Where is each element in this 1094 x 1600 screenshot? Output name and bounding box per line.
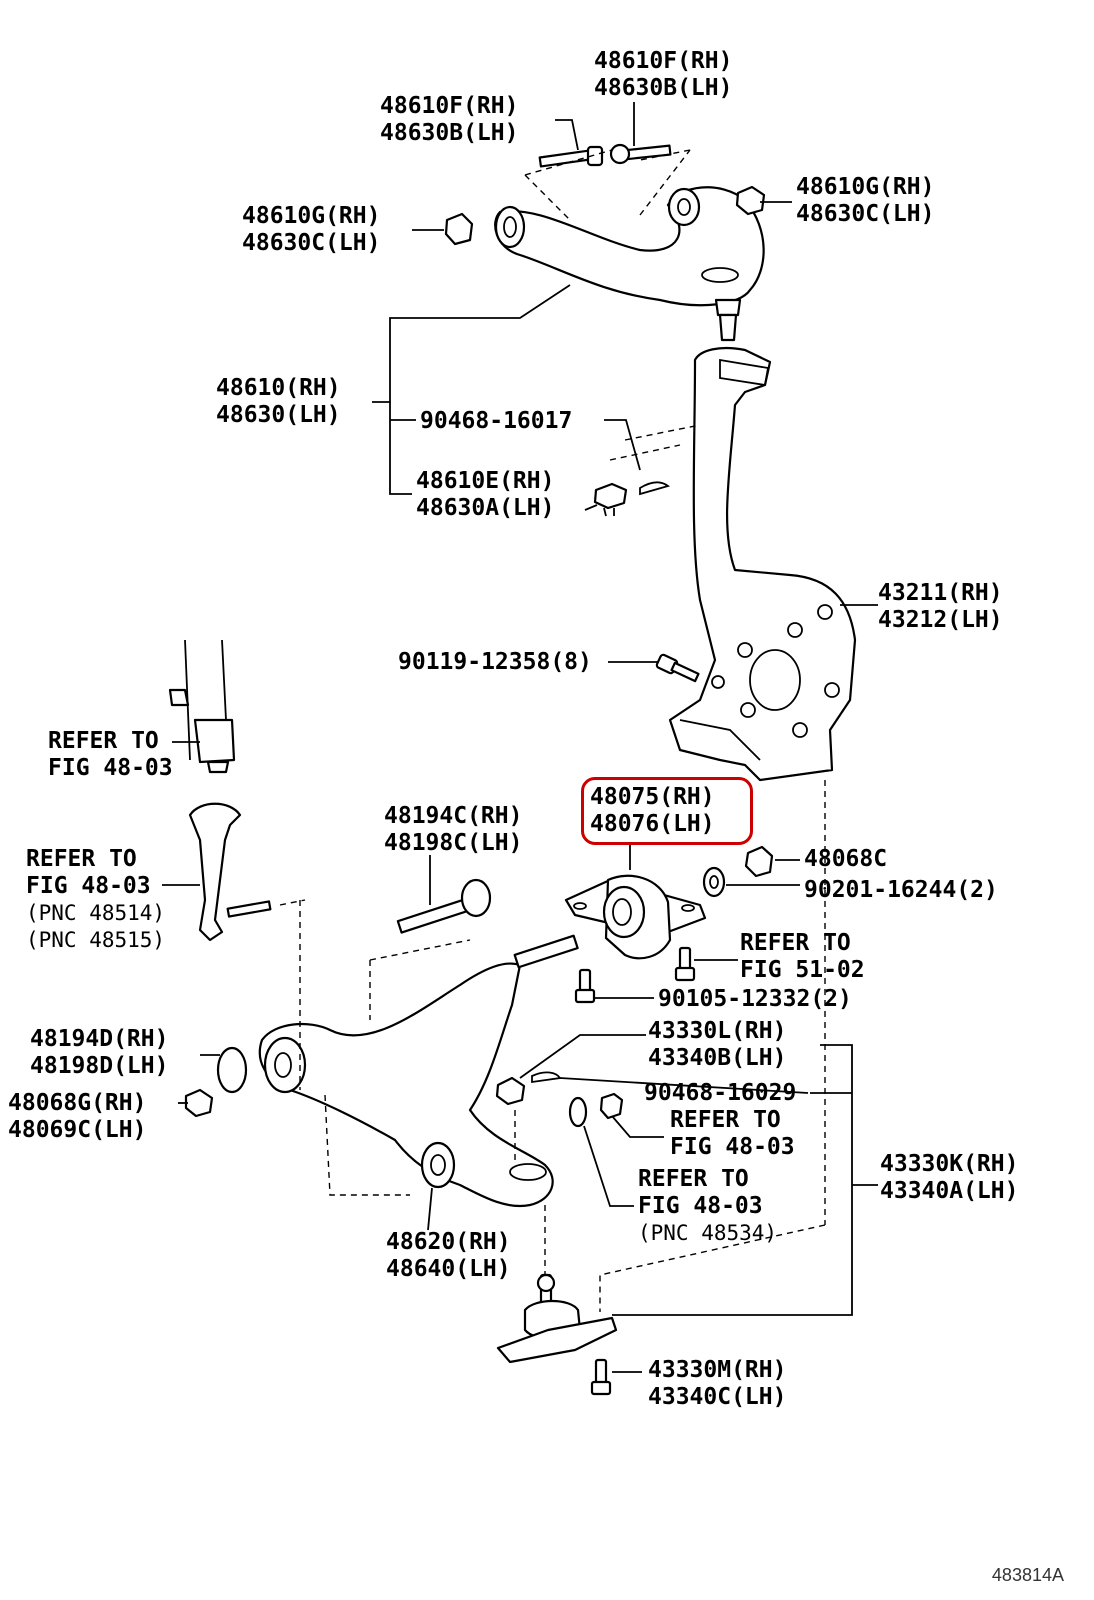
part-number-rh: 48068G(RH) (8, 1090, 147, 1116)
label-bolt-upper-rear: 48610F(RH) 48630B(LH) (380, 93, 518, 147)
part-number: 48068C (804, 846, 888, 872)
part-number: 90468-16029 (644, 1080, 797, 1106)
refer-figure: FIG 48-03 (638, 1193, 763, 1219)
part-number-rh: 48610F(RH) (380, 93, 519, 119)
part-number: 90119-12358(8) (398, 649, 592, 675)
part-number-lh: 48630C(LH) (242, 230, 381, 256)
refer-text: REFER TO (48, 728, 159, 754)
label-bolt-upper-front: 48610F(RH) 48630B(LH) (594, 48, 732, 102)
part-number-lh: 48076(LH) (590, 811, 715, 837)
part-number-lh: 48640(LH) (386, 1256, 511, 1282)
label-refer-shock: REFER TO FIG 48-03 (48, 728, 173, 782)
label-refer-51-02: REFER TO FIG 51-02 (740, 930, 865, 984)
figure-id: 483814A (991, 1565, 1064, 1585)
cam-bolt-shape (396, 878, 492, 934)
part-number-rh: 48075(RH) (590, 784, 715, 810)
part-number-lh: 48198D(LH) (30, 1053, 169, 1079)
part-number-rh: 48194C(RH) (384, 803, 523, 829)
refer-text: REFER TO (638, 1166, 749, 1192)
label-cotter-pin-lower: 90468-16029 (644, 1080, 796, 1107)
upper-arm-bolts (538, 143, 672, 168)
part-number-lh: 48069C(LH) (8, 1117, 147, 1143)
refer-figure: FIG 48-03 (48, 755, 173, 781)
part-number-rh: 48610G(RH) (796, 174, 935, 200)
cam-plate-nut (184, 1046, 248, 1118)
label-nut-upper-left: 48610G(RH) 48630C(LH) (242, 203, 380, 257)
refer-text: REFER TO (740, 930, 851, 956)
label-lower-ball-joint-kit: 43330K(RH) 43340A(LH) (880, 1151, 1018, 1205)
part-number-lh: 48630A(LH) (416, 495, 555, 521)
label-cotter-pin-upper: 90468-16017 (420, 408, 572, 435)
label-upper-arm: 48610(RH) 48630(LH) (216, 375, 341, 429)
part-number-rh: 48610G(RH) (242, 203, 381, 229)
part-number-lh: 43212(LH) (878, 607, 1003, 633)
part-number-lh: 43340A(LH) (880, 1178, 1019, 1204)
part-number-lh: 43340B(LH) (648, 1045, 787, 1071)
upper-ball-joint-nut (593, 482, 628, 517)
cotter-pin-upper-shape (639, 481, 670, 496)
part-number-lh: 48630(LH) (216, 402, 341, 428)
part-number-rh: 48610F(RH) (594, 48, 733, 74)
upper-arm-nuts (444, 185, 766, 246)
steering-knuckle (668, 346, 857, 782)
shock-absorber-stub (168, 639, 236, 774)
nut-washer (702, 845, 774, 898)
refer-pnc: (PNC 48534) (638, 1221, 778, 1245)
label-cam-plate: 48194D(RH) 48198D(LH) (30, 1026, 168, 1080)
label-knuckle: 43211(RH) 43212(LH) (878, 580, 1003, 634)
part-number: 90468-16017 (420, 408, 573, 434)
part-number: 90105-12332(2) (658, 986, 852, 1012)
bushing-assembly (564, 874, 707, 960)
label-lower-ball-joint-assy: 43330L(RH) 43340B(LH) (648, 1018, 786, 1072)
knuckle-bolt-shape (655, 653, 700, 683)
refer-text: REFER TO (26, 846, 137, 872)
part-number-rh: 48620(RH) (386, 1229, 511, 1255)
label-bushing-highlighted: 48075(RH) 48076(LH) (590, 784, 715, 838)
part-number-rh: 43211(RH) (878, 580, 1003, 606)
part-number-rh: 43330L(RH) (648, 1018, 787, 1044)
label-nut-48068c: 48068C (804, 846, 887, 873)
label-cam-bolt: 48194C(RH) 48198C(LH) (384, 803, 522, 857)
part-number: 90201-16244(2) (804, 877, 998, 903)
part-number-rh: 43330K(RH) (880, 1151, 1019, 1177)
part-number-lh: 43340C(LH) (648, 1384, 787, 1410)
label-refer-nut: REFER TO FIG 48-03 (670, 1107, 795, 1161)
stabilizer-link-stub (188, 802, 272, 942)
lower-ball-joint-parts (495, 1071, 624, 1396)
label-washer: 90201-16244(2) (804, 877, 998, 904)
leader-lines (162, 102, 878, 1373)
part-number-rh: 48610E(RH) (416, 468, 555, 494)
part-number-lh: 48630C(LH) (796, 201, 935, 227)
refer-pnc: (PNC 48514) (26, 901, 166, 925)
part-number-rh: 48610(RH) (216, 375, 341, 401)
refer-figure: FIG 48-03 (670, 1134, 795, 1160)
label-bushing-bolt: 90105-12332(2) (658, 986, 852, 1013)
assembly-lines (279, 149, 826, 1312)
part-number-lh: 48198C(LH) (384, 830, 523, 856)
label-refer-pnc-48534: REFER TO FIG 48-03 (PNC 48534) (638, 1166, 777, 1247)
label-nut-upper-right: 48610G(RH) 48630C(LH) (796, 174, 934, 228)
highlight-frame (581, 777, 753, 845)
part-number-rh: 48194D(RH) (30, 1026, 169, 1052)
label-lower-arm: 48620(RH) 48640(LH) (386, 1229, 511, 1283)
label-lower-ball-joint-bolt: 43330M(RH) 43340C(LH) (648, 1357, 786, 1411)
refer-figure: FIG 48-03 (26, 873, 151, 899)
refer-text: REFER TO (670, 1107, 781, 1133)
refer-figure: FIG 51-02 (740, 957, 865, 983)
label-upper-ball-joint: 48610E(RH) 48630A(LH) (416, 468, 554, 522)
label-knuckle-bolt: 90119-12358(8) (398, 649, 592, 676)
part-number-lh: 48630B(LH) (380, 120, 519, 146)
upper-control-arm (494, 186, 765, 342)
bushing-bolts (574, 946, 696, 1004)
label-cam-nut: 48068G(RH) 48069C(LH) (8, 1090, 146, 1144)
part-number-lh: 48630B(LH) (594, 75, 733, 101)
part-number-rh: 43330M(RH) (648, 1357, 787, 1383)
label-refer-stabilizer: REFER TO FIG 48-03 (PNC 48514) (PNC 4851… (26, 846, 165, 954)
lower-control-arm (258, 934, 579, 1208)
refer-pnc: (PNC 48515) (26, 928, 166, 952)
